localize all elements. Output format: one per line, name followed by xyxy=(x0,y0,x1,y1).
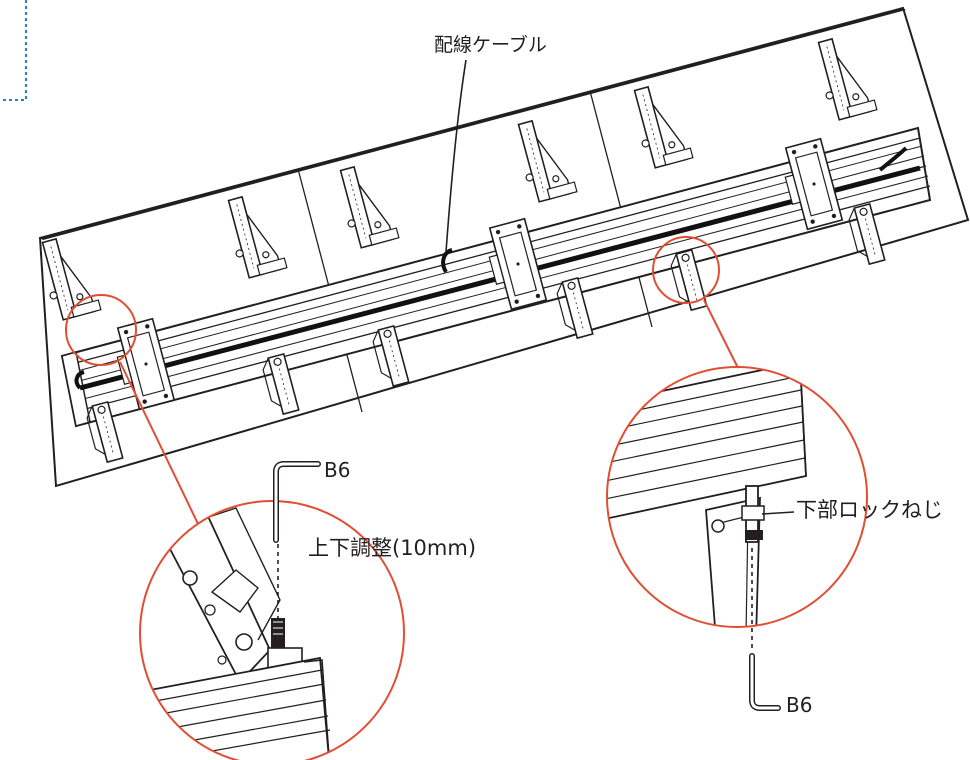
detail-view-right xyxy=(606,366,868,628)
hex-key-top-label: B6 xyxy=(324,458,351,482)
wiring-cable-label: 配線ケーブル xyxy=(434,34,547,56)
lock-screw-leader xyxy=(761,511,795,515)
frame-corner-dash xyxy=(0,0,27,101)
callout-connector-left xyxy=(119,361,201,529)
lower-lock-screw-label: 下部ロックねじ xyxy=(796,498,943,522)
hex-key-bottom-label: B6 xyxy=(786,693,813,717)
callout-circle-left xyxy=(65,294,137,366)
callout-connector-right xyxy=(703,299,739,369)
cable-leader-line xyxy=(445,59,467,253)
vertical-adjust-label: 上下調整(10mm) xyxy=(308,536,477,560)
hex-key-bottom xyxy=(749,628,781,711)
callout-circle-right xyxy=(652,236,720,304)
hex-key-top xyxy=(273,461,321,618)
